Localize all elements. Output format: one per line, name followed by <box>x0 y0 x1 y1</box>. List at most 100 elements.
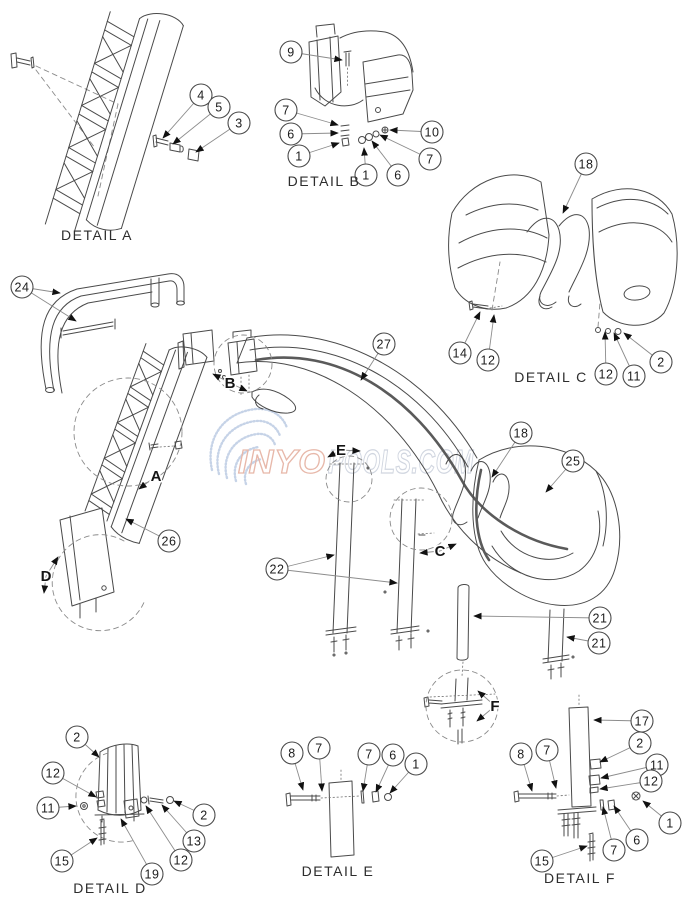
view-f-inset-art <box>423 677 496 745</box>
callout-number: 12 <box>644 774 659 788</box>
callout-number: 6 <box>287 127 294 141</box>
callout-1: 1 <box>354 147 378 187</box>
callout-number: 7 <box>610 843 617 857</box>
detail-d-art <box>75 743 174 846</box>
callout-3: 3 <box>195 111 251 153</box>
callout-number: 5 <box>215 100 222 114</box>
detail-title-3: DETAIL D <box>73 880 146 896</box>
callout-bubble <box>386 163 410 187</box>
callout-number: 22 <box>270 562 285 576</box>
watermark-text-2: POOLS.COM <box>328 443 474 480</box>
callout-number: 8 <box>517 747 524 761</box>
callout-bubble <box>357 742 381 766</box>
callout-bubble <box>420 120 444 144</box>
main-ladder-art <box>59 343 208 619</box>
callout-9: 9 <box>279 40 343 64</box>
callout-bubble <box>509 421 533 445</box>
callout-number: 8 <box>288 746 295 760</box>
view-letter-E: E <box>327 441 361 461</box>
callout-bubble <box>65 725 89 749</box>
callout-number: 12 <box>481 353 496 367</box>
callout-6: 6 <box>371 140 410 187</box>
callout-bubble <box>561 449 585 473</box>
callout-11: 11 <box>36 796 77 820</box>
callout-bubble <box>287 144 311 168</box>
detail-e-art <box>285 769 392 858</box>
detail-a-art <box>10 11 200 232</box>
callout-number: 1 <box>412 757 419 771</box>
callout-bubble <box>418 147 442 171</box>
view-letter-F: F <box>476 690 501 722</box>
callout-bubble <box>381 743 405 767</box>
callout-number: 10 <box>425 125 440 139</box>
watermark-text-1: INYO <box>238 443 326 480</box>
callout-13: 13 <box>161 804 206 853</box>
callout-number: 12 <box>174 853 189 867</box>
callout-bubble <box>192 803 216 827</box>
callout-6: 6 <box>279 122 339 146</box>
callout-number: 11 <box>627 369 641 383</box>
view-letter-label: E <box>336 442 346 459</box>
callout-number: 26 <box>162 534 177 548</box>
callout-bubble <box>658 811 682 835</box>
detail-f-art <box>513 694 641 862</box>
callout-bubble <box>207 95 231 119</box>
callout-number: 19 <box>145 867 160 881</box>
callout-24: 24 <box>10 275 77 322</box>
callout-21: 21 <box>566 631 611 655</box>
callout-15: 15 <box>50 837 98 873</box>
view-letter-label: B <box>225 375 236 392</box>
callout-25: 25 <box>545 449 585 493</box>
callout-number: 27 <box>377 337 392 351</box>
callout-bubble <box>265 557 289 581</box>
callout-6: 6 <box>375 743 405 793</box>
callout-7: 7 <box>535 738 559 789</box>
callout-number: 2 <box>636 736 643 750</box>
callout-bubble <box>372 332 396 356</box>
callout-17: 17 <box>593 709 654 733</box>
callout-bubble <box>594 362 618 386</box>
callout-26: 26 <box>125 518 181 553</box>
callout-number: 6 <box>389 748 396 762</box>
detail-title-0: DETAIL A <box>61 227 133 243</box>
callout-number: 2 <box>657 355 664 369</box>
callout-bubble <box>530 849 554 873</box>
callout-12: 12 <box>599 769 663 793</box>
callout-18: 18 <box>562 152 598 214</box>
callout-number: 1 <box>295 149 302 163</box>
detail-title-5: DETAIL F <box>544 870 616 886</box>
callout-5: 5 <box>172 95 231 145</box>
callout-12: 12 <box>41 761 97 798</box>
callout-bubble <box>639 769 663 793</box>
callout-7: 7 <box>274 98 339 127</box>
callout-number: 7 <box>282 103 289 117</box>
callout-number: 7 <box>365 747 372 761</box>
callout-number: 12 <box>599 367 614 381</box>
callout-1: 1 <box>642 800 682 835</box>
callout-2: 2 <box>599 731 652 763</box>
callout-7: 7 <box>357 742 381 792</box>
line-art <box>10 11 678 862</box>
callout-2: 2 <box>623 332 673 374</box>
callout-bubble <box>588 606 612 630</box>
callout-bubble <box>587 631 611 655</box>
callout-1: 1 <box>389 752 428 794</box>
handrail-art <box>40 273 185 394</box>
callout-number: 18 <box>579 157 594 171</box>
callout-8: 8 <box>280 741 305 791</box>
slide-body-art <box>236 334 621 606</box>
callout-14: 14 <box>448 311 481 365</box>
callout-number: 25 <box>566 454 581 468</box>
callout-number: 2 <box>73 730 80 744</box>
detail-title-1: DETAIL B <box>288 173 361 189</box>
watermark: INYO POOLS.COM <box>209 407 474 486</box>
callout-bubble <box>649 350 673 374</box>
callout-bubble <box>227 111 251 135</box>
callout-11: 11 <box>613 332 646 388</box>
view-letter-label: F <box>490 698 499 715</box>
callout-bubble <box>10 275 34 299</box>
callout-number: 18 <box>514 426 529 440</box>
